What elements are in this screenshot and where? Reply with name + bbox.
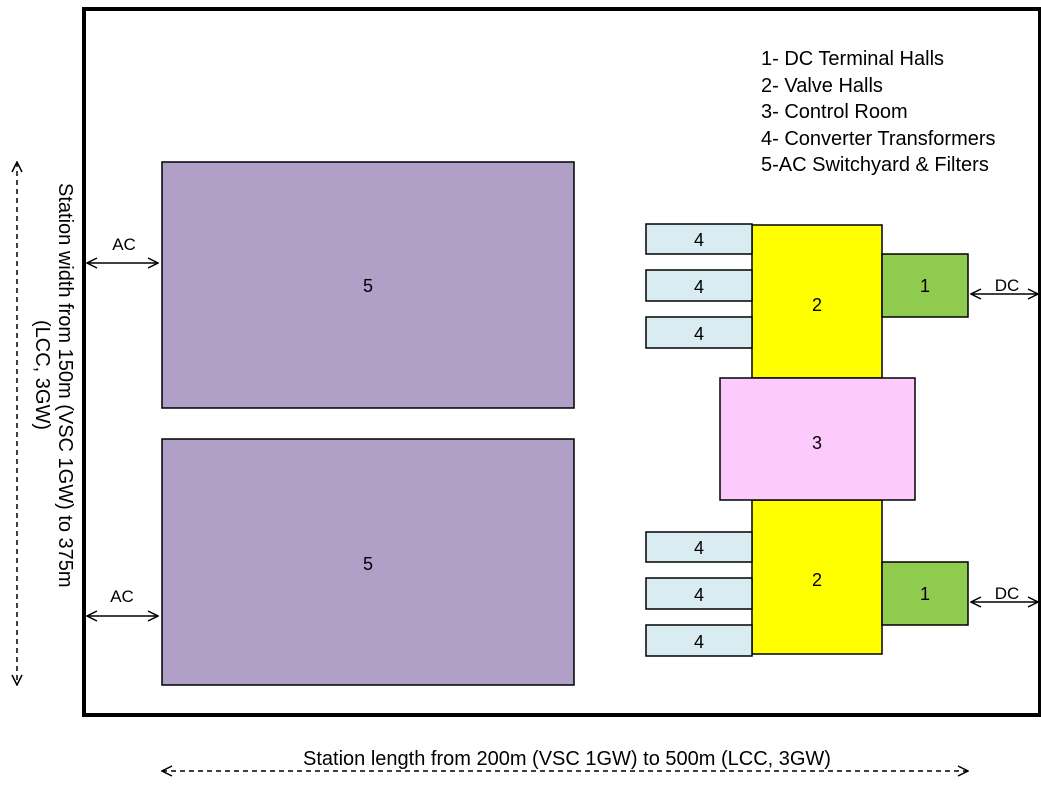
ac-connection-top: AC [87, 235, 158, 263]
converter-transformer: 4 [645, 223, 753, 255]
converter-transformer-number: 4 [694, 585, 704, 605]
valve-hall-top: 2 [751, 224, 883, 379]
dc-terminal-hall-number: 1 [920, 276, 930, 296]
ac-switchyard-top: 5 [161, 161, 575, 409]
ac-switchyard-bottom: 5 [161, 438, 575, 686]
ac-label: AC [110, 587, 134, 606]
valve-hall-number: 2 [812, 295, 822, 315]
dc-terminal-hall-number: 1 [920, 584, 930, 604]
converter-transformer: 4 [645, 624, 753, 657]
legend-item: 4- Converter Transformers [761, 127, 996, 150]
converter-transformer-number: 4 [694, 538, 704, 558]
converter-transformer: 4 [645, 531, 753, 563]
converter-transformer-number: 4 [694, 277, 704, 297]
dc-connection-bottom: DC [971, 584, 1038, 603]
ac-connection-bottom: AC [87, 587, 158, 616]
legend-item: 2- Valve Halls [761, 74, 883, 97]
valve-hall-bottom: 2 [751, 499, 883, 655]
station-boundary [82, 7, 1041, 717]
dc-label: DC [995, 584, 1020, 603]
legend-item: 5-AC Switchyard & Filters [761, 154, 989, 176]
dc-terminal-hall-top: 1 [881, 253, 969, 318]
converter-transformer: 4 [645, 269, 753, 302]
control-room: 3 [719, 377, 916, 501]
ac-switchyard-number: 5 [363, 276, 373, 296]
ac-label: AC [112, 235, 136, 254]
station-width-label: Station width from 150m (VSC 1GW) to 375… [54, 183, 76, 588]
station-width-label-cont: (LCC, 3GW) [31, 320, 53, 430]
station-length-label: Station length from 200m (VSC 1GW) to 50… [303, 748, 831, 770]
converter-transformer: 4 [645, 577, 753, 610]
dc-terminal-hall-bottom: 1 [881, 561, 969, 626]
control-room-number: 3 [812, 433, 822, 453]
valve-hall-number: 2 [812, 570, 822, 590]
legend-item: 1- DC Terminal Halls [761, 48, 945, 70]
converter-transformer-number: 4 [694, 632, 704, 652]
legend: 1- DC Terminal Halls 2- Valve Halls 3- C… [761, 46, 996, 179]
converter-transformer: 4 [645, 316, 753, 349]
converter-transformer-number: 4 [694, 230, 704, 250]
dc-connection-top: DC [971, 276, 1038, 295]
converter-transformer-number: 4 [694, 324, 704, 344]
dc-label: DC [995, 276, 1020, 295]
legend-item: 3- Control Room [761, 101, 908, 123]
ac-switchyard-number: 5 [363, 554, 373, 574]
